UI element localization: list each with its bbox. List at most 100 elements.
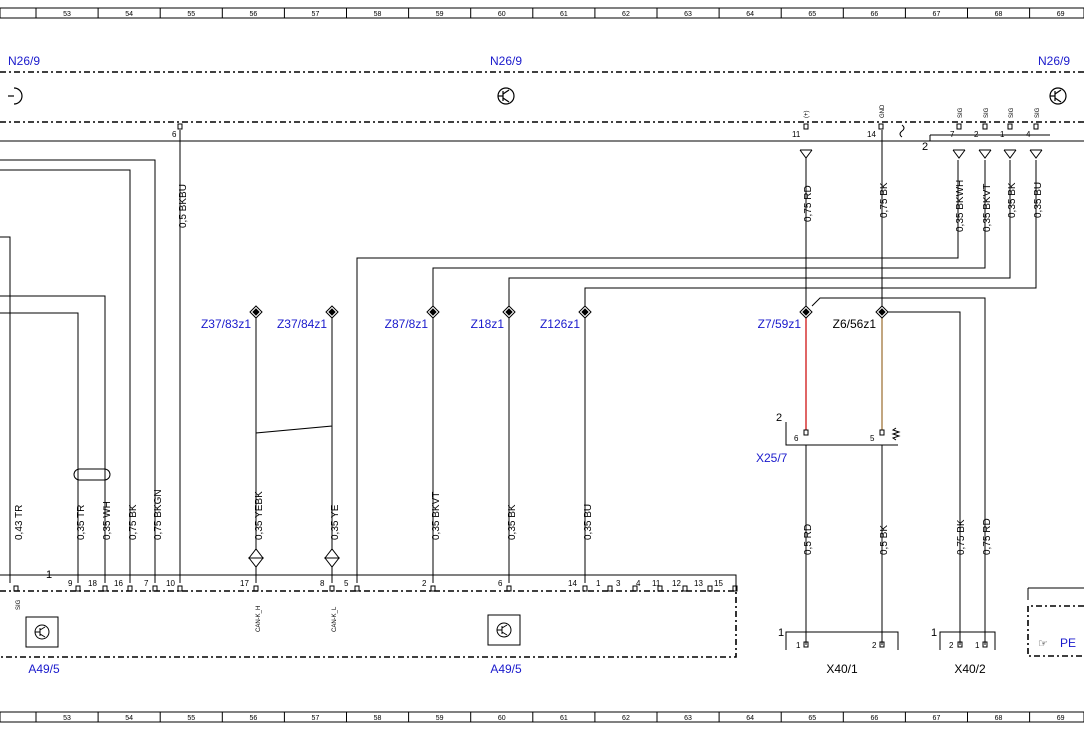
wire-label: 0,35 BKWH (955, 180, 966, 232)
pin-stub (102, 585, 108, 592)
wire-label: 0,5 RD (803, 524, 814, 555)
transistor-icon (8, 87, 23, 105)
pin-stub (127, 585, 133, 592)
splice-label[interactable]: Z87/8z1 (385, 317, 429, 331)
pin-number-bottom: 13 (694, 579, 703, 588)
wire-bkgn (0, 159, 156, 583)
twisted-pair-marker (255, 421, 333, 438)
pin-6-top: 6 (172, 130, 177, 139)
splice-label[interactable]: Z18z1 (471, 317, 505, 331)
pin-label-sig-2: SIG (984, 107, 990, 118)
ref-link[interactable]: PE (1060, 636, 1076, 650)
pin-number-bottom: 3 (616, 579, 621, 588)
ruler-number: 61 (560, 11, 568, 18)
module-label-center[interactable]: N26/9 (490, 54, 522, 68)
splice-icon (426, 305, 440, 319)
ruler-number: 65 (808, 11, 816, 18)
pin-stub (632, 585, 638, 592)
splice-icon (875, 305, 889, 319)
wire-label: 0,35 BK (1007, 182, 1018, 218)
wire-wh (0, 295, 106, 583)
pin-number-bottom: 5 (344, 579, 349, 588)
splice-label: Z6/56z1 (833, 317, 877, 331)
wire-label: 0,75 BKGN (153, 489, 164, 540)
connector-2-top: 2 (922, 141, 928, 153)
module-label-bottom-left[interactable]: A49/5 (28, 662, 60, 676)
splice-label[interactable]: Z126z1 (540, 317, 580, 331)
x40-1-pin2: 2 (872, 641, 877, 650)
ruler-number: 64 (746, 11, 754, 18)
wire-label: 0,35 YE (330, 504, 341, 540)
module-label-right[interactable]: N26/9 (1038, 54, 1070, 68)
ruler-number: 55 (187, 715, 195, 722)
wire-label: 0,75 BK (128, 504, 139, 540)
ruler-number: 69 (1057, 11, 1065, 18)
ruler-number: 68 (995, 11, 1003, 18)
pin-stub (657, 585, 663, 592)
x25-connector-frame (785, 422, 898, 446)
ruler-number: 63 (684, 715, 692, 722)
splice-icon (578, 305, 592, 319)
ruler-number: 61 (560, 715, 568, 722)
wire-label: 0,75 BK (956, 519, 967, 555)
pin-11-top: 11 (792, 130, 801, 139)
pin-number-bottom: 2 (422, 579, 427, 588)
pin-number-bottom: 17 (240, 579, 249, 588)
transistor-icon (497, 87, 515, 105)
x40-2-conn: 1 (931, 627, 937, 639)
ruler-number: 63 (684, 11, 692, 18)
pin-number-bottom: 11 (652, 579, 661, 588)
x40-2-frame (939, 631, 996, 650)
transistor-icon (496, 622, 512, 638)
pin-label-can-l: CAN-K_L (332, 606, 338, 632)
pin-14-top: 14 (867, 130, 876, 139)
can-bus-arrow-icon (323, 548, 341, 583)
pin-number-bottom: 6 (498, 579, 503, 588)
wire-label: 0,5 BK (879, 525, 890, 555)
pin-stub (152, 585, 158, 592)
x25-pin-5: 5 (870, 434, 875, 443)
x25-label[interactable]: X25/7 (756, 451, 788, 465)
x25-conn-number: 2 (776, 412, 782, 424)
pin-stub (177, 585, 183, 592)
wire-label: 0,75 RD (803, 185, 814, 222)
wire-label: 0,35 YEBK (254, 491, 265, 540)
splice-icon (325, 305, 339, 319)
pin-number-bottom: 15 (714, 579, 723, 588)
wire-tr35 (0, 312, 79, 583)
splice-label[interactable]: Z37/83z1 (201, 317, 251, 331)
pin-number-bottom: 16 (114, 579, 123, 588)
wire-bkvt-top (432, 160, 986, 306)
ruler-number: 66 (870, 715, 878, 722)
wire-label: 0,35 BKVT (431, 492, 442, 540)
wire-label: 0,43 TR (14, 505, 25, 540)
splice-label[interactable]: Z7/59z1 (758, 317, 802, 331)
a49-box-left (25, 616, 59, 648)
pin-stub (329, 585, 335, 592)
splice-icon (249, 305, 263, 319)
wire-rd-x40-2 (811, 297, 986, 645)
pin-stub (582, 585, 588, 592)
pin-label-sig-1: SIG (1009, 107, 1015, 118)
ruler-number: 65 (808, 715, 816, 722)
ruler-number: 66 (870, 11, 878, 18)
module-label-bottom-center[interactable]: A49/5 (490, 662, 522, 676)
pin-number-bottom: 4 (636, 579, 641, 588)
pin-2-top: 2 (974, 130, 979, 139)
pin-stub (13, 585, 19, 592)
ruler-number: 62 (622, 11, 630, 18)
splice-label[interactable]: Z37/84z1 (277, 317, 327, 331)
shield-icon (899, 124, 905, 138)
wire-label: 0,75 RD (982, 518, 993, 555)
resistor-icon (891, 427, 901, 441)
module-label-left[interactable]: N26/9 (8, 54, 40, 68)
ruler-number: 60 (498, 11, 506, 18)
x40-2-pin1: 1 (975, 641, 980, 650)
wire-label: 0,35 WH (102, 501, 113, 540)
ruler-number: 59 (436, 11, 444, 18)
connector-arrow-icon (978, 149, 992, 159)
wire-label: 0,35 BU (1033, 182, 1044, 218)
connector-arrow-icon (952, 149, 966, 159)
